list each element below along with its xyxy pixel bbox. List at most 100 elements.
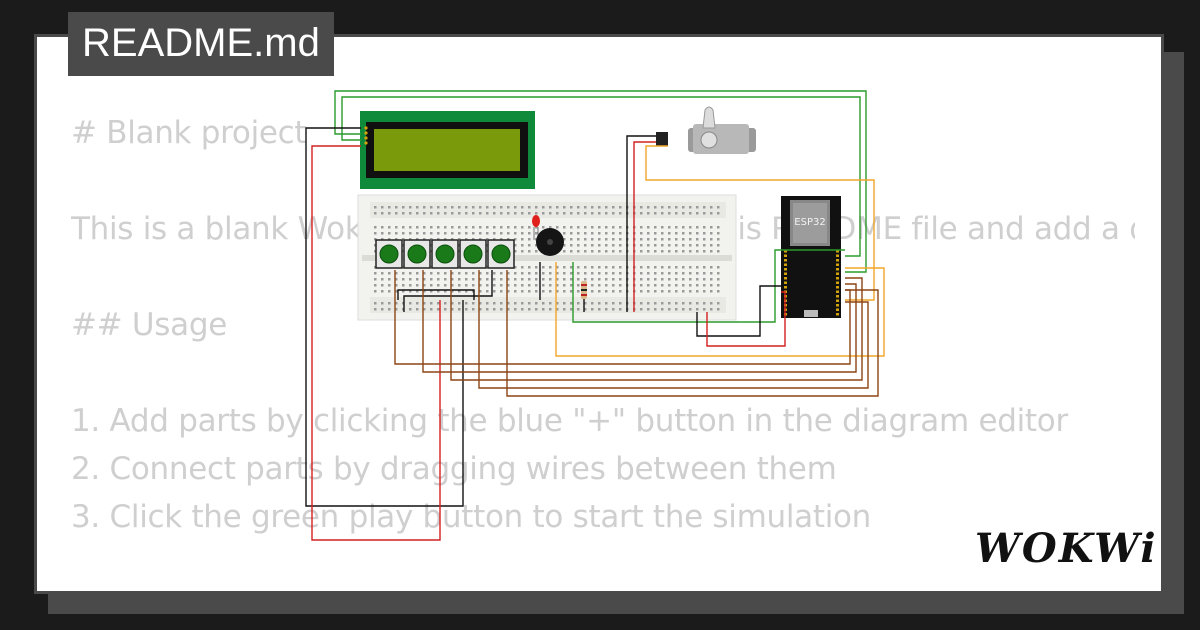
breadboard-hole <box>710 226 713 229</box>
pushbutton-5[interactable] <box>487 239 515 269</box>
breadboard-hole <box>528 290 531 293</box>
breadboard-hole <box>514 238 517 241</box>
breadboard-hole <box>507 226 510 229</box>
breadboard-hole <box>500 226 503 229</box>
breadboard-hole <box>451 212 454 215</box>
breadboard-hole <box>409 308 412 311</box>
breadboard-hole <box>437 278 440 281</box>
breadboard-hole <box>689 212 692 215</box>
breadboard-hole <box>507 206 510 209</box>
breadboard-hole <box>577 212 580 215</box>
breadboard-hole <box>668 238 671 241</box>
breadboard-hole <box>640 272 643 275</box>
pushbutton-4[interactable] <box>459 239 487 269</box>
breadboard-hole <box>549 308 552 311</box>
filename-tab[interactable]: README.md <box>68 12 334 76</box>
breadboard-hole <box>374 278 377 281</box>
breadboard-hole <box>696 206 699 209</box>
breadboard-hole <box>710 212 713 215</box>
breadboard-hole <box>374 302 377 305</box>
lcd-display[interactable] <box>360 111 535 189</box>
breadboard-hole <box>647 266 650 269</box>
breadboard-hole <box>374 232 377 235</box>
breadboard-hole <box>640 308 643 311</box>
breadboard-hole <box>374 284 377 287</box>
breadboard-hole <box>584 226 587 229</box>
breadboard-hole <box>514 266 517 269</box>
breadboard-hole <box>654 206 657 209</box>
readme-step-3: 3. Click the green play button to start … <box>71 499 872 535</box>
breadboard-hole <box>416 272 419 275</box>
buzzer[interactable] <box>536 228 564 256</box>
breadboard-hole <box>675 302 678 305</box>
breadboard-hole <box>388 206 391 209</box>
breadboard-hole <box>612 212 615 215</box>
breadboard-hole <box>591 206 594 209</box>
breadboard-hole <box>402 308 405 311</box>
breadboard-hole <box>472 284 475 287</box>
breadboard-hole <box>619 226 622 229</box>
breadboard-hole <box>640 266 643 269</box>
breadboard-hole <box>619 206 622 209</box>
breadboard-hole <box>710 272 713 275</box>
breadboard-hole <box>465 232 468 235</box>
breadboard-hole <box>577 250 580 253</box>
breadboard-hole <box>584 302 587 305</box>
wire-black <box>403 270 493 312</box>
breadboard-hole <box>703 232 706 235</box>
wire-green <box>341 96 861 257</box>
breadboard-hole <box>675 244 678 247</box>
breadboard-hole <box>528 266 531 269</box>
breadboard-hole <box>381 308 384 311</box>
resistor[interactable] <box>581 281 587 299</box>
breadboard-hole <box>668 232 671 235</box>
breadboard-hole <box>444 226 447 229</box>
breadboard-hole <box>654 290 657 293</box>
breadboard-hole <box>619 238 622 241</box>
breadboard-hole <box>395 284 398 287</box>
breadboard-hole <box>689 244 692 247</box>
breadboard-hole <box>556 272 559 275</box>
breadboard-hole <box>717 244 720 247</box>
breadboard-hole <box>577 206 580 209</box>
breadboard-hole <box>549 284 552 287</box>
breadboard-hole <box>696 232 699 235</box>
breadboard-hole <box>591 278 594 281</box>
breadboard-hole <box>668 278 671 281</box>
breadboard-hole <box>493 308 496 311</box>
pushbutton-1[interactable] <box>375 239 403 269</box>
wire-brown <box>478 270 869 389</box>
breadboard-hole <box>717 290 720 293</box>
breadboard-hole <box>703 302 706 305</box>
breadboard-hole <box>437 206 440 209</box>
breadboard-hole <box>717 266 720 269</box>
breadboard-hole <box>556 290 559 293</box>
breadboard-hole <box>479 272 482 275</box>
breadboard-hole <box>381 232 384 235</box>
breadboard-hole <box>549 226 552 229</box>
breadboard-hole <box>514 308 517 311</box>
breadboard-hole <box>675 238 678 241</box>
pushbutton-2[interactable] <box>403 239 431 269</box>
breadboard-hole <box>395 290 398 293</box>
breadboard-hole <box>409 290 412 293</box>
breadboard-hole <box>647 206 650 209</box>
esp32-pin <box>836 272 839 275</box>
breadboard-hole <box>605 302 608 305</box>
breadboard-hole <box>591 226 594 229</box>
breadboard-hole <box>654 238 657 241</box>
wire-brown <box>506 270 879 397</box>
breadboard-hole <box>500 232 503 235</box>
breadboard-hole <box>563 290 566 293</box>
readme-heading: # Blank project <box>71 115 307 151</box>
pushbutton-3[interactable] <box>431 239 459 269</box>
breadboard-hole <box>388 290 391 293</box>
breadboard-hole <box>465 302 468 305</box>
breadboard-hole <box>591 290 594 293</box>
breadboard-hole <box>703 250 706 253</box>
breadboard-hole <box>563 232 566 235</box>
esp32-board[interactable]: ESP32 <box>781 196 841 318</box>
breadboard-hole <box>402 212 405 215</box>
breadboard-hole <box>689 290 692 293</box>
servo-motor[interactable] <box>656 106 756 154</box>
